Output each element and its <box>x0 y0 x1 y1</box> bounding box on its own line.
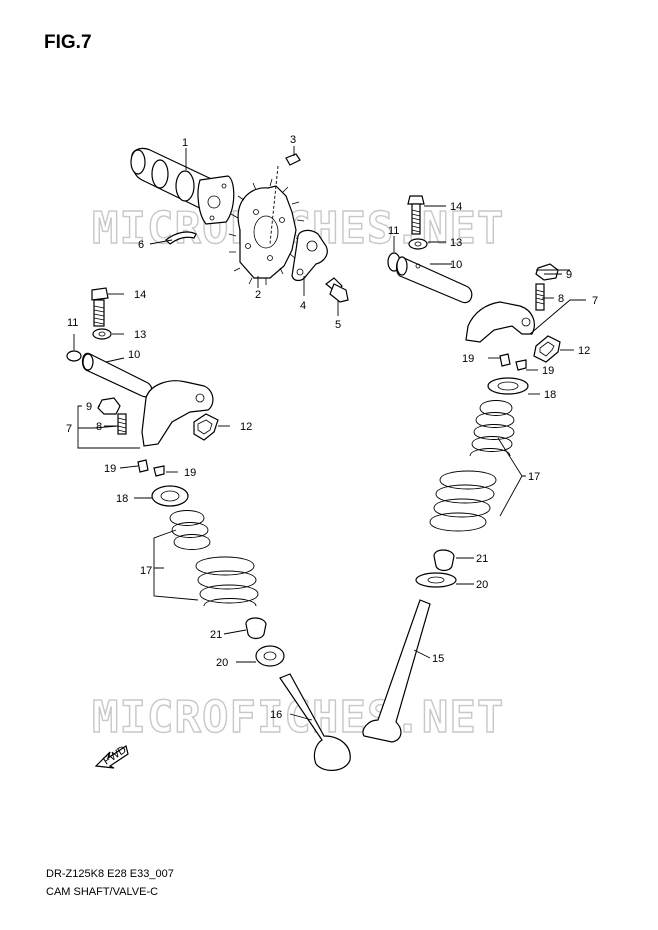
callout-11-right: 11 <box>388 225 399 237</box>
callout-19-left-a: 19 <box>104 463 116 475</box>
callout-13-left: 13 <box>134 329 146 341</box>
spring-seat-left <box>255 645 285 667</box>
callout-20-left: 20 <box>216 657 228 669</box>
camshaft-circlip <box>165 231 197 245</box>
o-ring-left <box>66 350 82 362</box>
adjusting-screw-right <box>535 283 545 311</box>
camshaft <box>130 147 235 225</box>
section-name: CAM SHAFT/VALVE-C <box>46 886 159 898</box>
leader-lines <box>73 146 586 721</box>
lock-nut-right <box>535 263 559 281</box>
lock-nut-left <box>97 397 121 415</box>
callout-9-left: 9 <box>86 401 92 413</box>
callout-17-left: 17 <box>140 565 152 577</box>
callout-4: 4 <box>300 300 306 312</box>
rocker-spring-left <box>193 413 219 441</box>
rocker-spring-right <box>533 335 561 363</box>
rocker-bolt-left <box>91 287 109 327</box>
callout-10-right: 10 <box>450 259 462 271</box>
valve-seal-right <box>433 549 455 572</box>
spring-retainer-left <box>151 485 189 507</box>
intake-valve <box>279 673 351 771</box>
rocker-bolt-right <box>407 195 425 235</box>
valve-springs-right <box>429 400 515 532</box>
callout-1: 1 <box>182 137 188 149</box>
exhaust-valve <box>362 599 431 743</box>
spring-retainer-right <box>487 377 529 395</box>
callout-19-left-b: 19 <box>184 467 196 479</box>
forward-arrow-icon: FWD <box>94 744 129 769</box>
cam-plate <box>291 229 328 282</box>
callout-14-left: 14 <box>134 289 146 301</box>
valve-springs-left <box>169 510 259 607</box>
model-code: DR-Z125K8 E28 E33_007 <box>46 868 174 880</box>
washer-right <box>408 238 428 250</box>
figure-title: FIG.7 <box>44 32 92 53</box>
callout-8-left: 8 <box>96 421 102 433</box>
callout-10-left: 10 <box>128 349 140 361</box>
rocker-shaft-left <box>81 352 153 398</box>
callout-5: 5 <box>335 319 341 331</box>
cam-plate-bolt <box>325 277 349 303</box>
callout-14-right: 14 <box>450 201 462 213</box>
callout-17-right: 17 <box>528 471 540 483</box>
callout-numbers: 1 2 3 4 5 6 14 13 11 10 9 8 7 12 19 19 1… <box>66 134 598 721</box>
callout-21-right: 21 <box>476 553 488 565</box>
callout-13-right: 13 <box>450 237 462 249</box>
rocker-shaft-right <box>395 256 473 304</box>
spring-seat-right <box>415 572 457 588</box>
callout-18-left: 18 <box>116 493 128 505</box>
callout-7-left: 7 <box>66 423 72 435</box>
valve-seal-left <box>245 617 267 640</box>
callout-19-right-b: 19 <box>542 365 554 377</box>
dowel-pin <box>269 153 301 245</box>
callout-8-right: 8 <box>558 293 564 305</box>
callout-11-left: 11 <box>67 317 78 329</box>
callout-18-right: 18 <box>544 389 556 401</box>
callout-7-right: 7 <box>592 295 598 307</box>
callout-6: 6 <box>138 239 144 251</box>
adjusting-screw-left <box>117 413 127 435</box>
callout-16: 16 <box>270 709 282 721</box>
washer-left <box>92 328 112 340</box>
rocker-arm-left <box>141 380 214 447</box>
callout-20-right: 20 <box>476 579 488 591</box>
callout-3: 3 <box>290 134 296 146</box>
cotter-left <box>137 459 165 477</box>
cam-sprocket <box>228 178 305 285</box>
callout-2: 2 <box>255 289 261 301</box>
rocker-arm-right <box>465 301 535 343</box>
callout-19-right-a: 19 <box>462 353 474 365</box>
cotter-right <box>499 353 527 371</box>
callout-12-left: 12 <box>240 421 252 433</box>
callout-9-right: 9 <box>566 269 572 281</box>
callout-12-right: 12 <box>578 345 590 357</box>
callout-15: 15 <box>432 653 444 665</box>
callout-21-left: 21 <box>210 629 222 641</box>
